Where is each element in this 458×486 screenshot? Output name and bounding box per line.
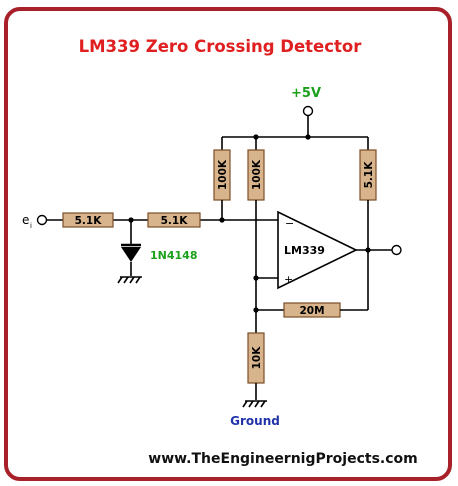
resistor-label: 5.1K [161, 215, 189, 227]
resistor-r-pull2: 100K [247, 149, 265, 201]
noninverting-input-sign: + [284, 273, 293, 286]
supply-terminal [302, 105, 314, 117]
input-label: e [22, 213, 29, 227]
ground-symbol [117, 276, 142, 284]
resistor-r-in2: 5.1K [147, 212, 201, 228]
comparator-lm339: − + LM339 [277, 210, 358, 290]
input-label-subscript: i [30, 222, 32, 230]
junction-dot [253, 275, 259, 281]
junction-dot [305, 134, 311, 140]
resistor-label: 100K [251, 159, 263, 190]
output-terminal [391, 244, 402, 256]
supply-label: +5V [291, 86, 321, 101]
inverting-input-sign: − [285, 217, 294, 230]
input-terminal [36, 214, 48, 226]
resistor-r-fb: 20M [283, 302, 341, 318]
ground-label: Ground [230, 414, 280, 428]
diode-symbol [121, 247, 141, 262]
comparator-label: LM339 [284, 244, 325, 257]
resistor-label: 20M [299, 305, 324, 317]
resistor-label: 10K [251, 346, 263, 370]
footer-url: www.TheEngineernigProjects.com [148, 451, 417, 467]
resistor-r-out: 5.1K [359, 149, 377, 201]
resistor-r-pull1: 100K [213, 149, 231, 201]
resistor-label: 100K [217, 159, 229, 190]
resistor-label: 5.1K [75, 215, 103, 227]
resistor-r-in1: 5.1K [62, 212, 114, 228]
resistor-label: 5.1K [363, 161, 375, 189]
ground-symbol [242, 400, 267, 408]
diagram-title: LM339 Zero Crossing Detector [79, 37, 363, 56]
resistor-r-gnd: 10K [247, 332, 265, 384]
diode-label: 1N4148 [150, 249, 197, 262]
diagram-border [4, 7, 452, 481]
